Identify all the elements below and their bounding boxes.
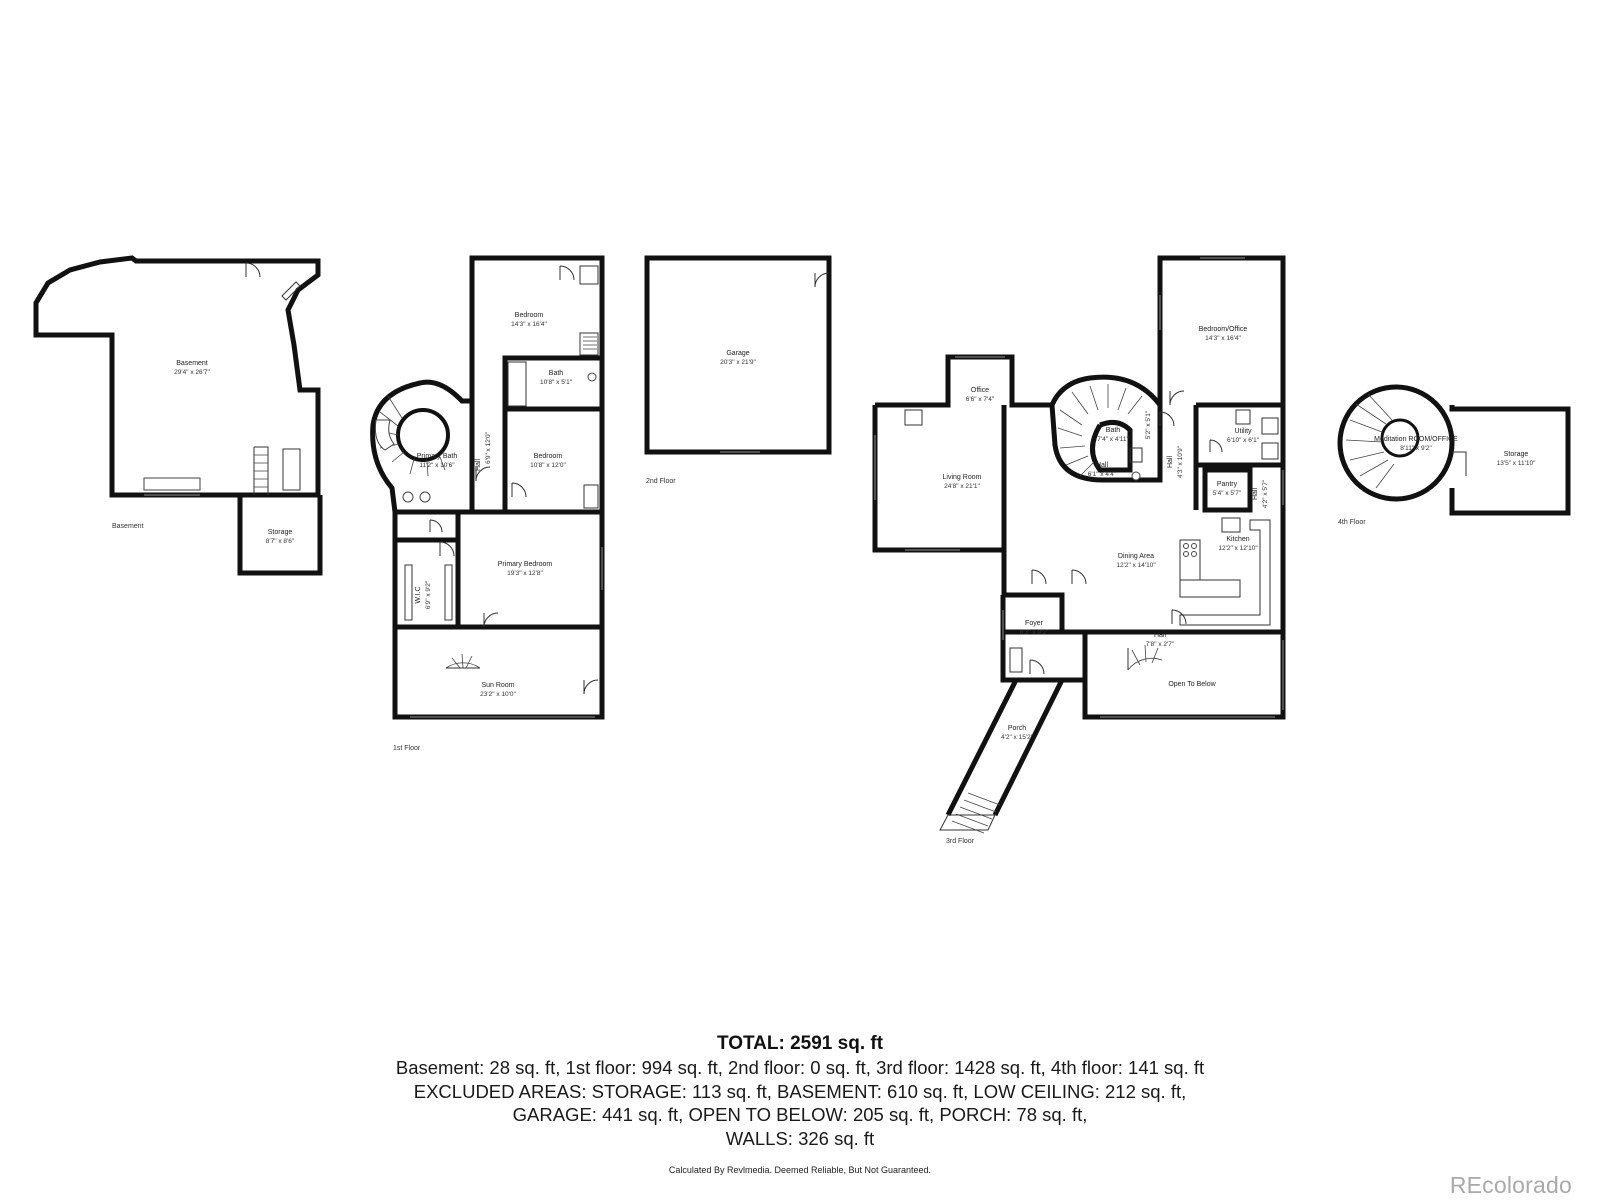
room-label: Kitchen — [1226, 536, 1249, 543]
room-dimensions: 7'4" x 4'11" — [1097, 436, 1129, 443]
recolorado-logo: REcolorado — [1449, 1172, 1572, 1198]
room-label: Hall — [1096, 462, 1109, 469]
room-dimensions: 4'2" x 15'2" — [1001, 734, 1034, 741]
room-dimensions: 6'6" x 7'4" — [966, 396, 995, 403]
room-label: Foyer — [1025, 620, 1044, 627]
area-summary: TOTAL: 2591 sq. ft Basement: 28 sq. ft, … — [0, 1032, 1600, 1150]
room-label: Meditation ROOM/OFFICE — [1374, 436, 1458, 443]
room-label: Primary Bedroom — [498, 561, 553, 568]
fourth-floor-plan: Meditation ROOM/OFFICE 8'11" x 9'2" Stor… — [1337, 384, 1571, 526]
room-label: Hall — [1252, 488, 1259, 501]
floor-label: 4th Floor — [1338, 519, 1366, 526]
room-dimensions: 6'1" x 4'4" — [1088, 471, 1117, 478]
room-dimensions: 6'9" x 9'2" — [425, 580, 432, 609]
floor-label: 1st Floor — [393, 745, 421, 752]
second-floor-plan: Garage 20'3" x 21'9" 2nd Floor — [644, 255, 832, 485]
room-dimensions: 7'8" x 2'7" — [1146, 641, 1175, 648]
floor-area-breakdown: Basement: 28 sq. ft, 1st floor: 994 sq. … — [395, 1057, 1205, 1078]
room-dimensions: 19'3" x 12'8" — [507, 570, 543, 577]
room-label: Open To Below — [1168, 681, 1216, 688]
room-dimensions: 4'3" x 10'9" — [1177, 445, 1184, 478]
room-dimensions: 10'8" x 12'0" — [530, 462, 566, 469]
excluded-areas-line: GARAGE: 441 sq. ft, OPEN TO BELOW: 205 s… — [512, 1104, 1088, 1125]
floor-label: 2nd Floor — [646, 478, 676, 485]
third-floor-plan: Living Room 24'8" x 21'1" Office 6'6" x … — [872, 255, 1286, 845]
room-label: Hall — [475, 459, 482, 472]
room-label: Bedroom — [534, 453, 563, 460]
room-label: Hall — [1154, 632, 1167, 639]
room-label: Utility — [1234, 428, 1252, 435]
room-label: Storage — [1504, 451, 1529, 458]
room-dimensions: 5'4" x 5'7" — [1213, 490, 1242, 497]
room-dimensions: 10'8" x 5'1" — [540, 379, 573, 386]
room-label: Sun Room — [481, 682, 514, 689]
room-dimensions: 12'2" x 14'10" — [1116, 562, 1156, 569]
room-label: Bedroom — [515, 312, 544, 319]
room-dimensions: 13'5" x 11'10" — [1497, 460, 1536, 467]
room-dimensions: 29'4" x 26'7" — [174, 369, 210, 376]
room-dimensions: 14'3" x 16'4" — [1205, 335, 1241, 342]
room-dimensions: 5'2" x 5'1" — [1145, 410, 1152, 439]
room-label: W.I.C — [415, 586, 422, 603]
room-label: Pantry — [1217, 481, 1238, 488]
room-dimensions: 6'3" x 9'1" — [1020, 629, 1049, 636]
room-dimensions: 12'2" x 12'10" — [1218, 545, 1258, 552]
room-dimensions: 14'3" x 16'4" — [511, 321, 547, 328]
room-label: Storage — [268, 529, 293, 536]
room-dimensions: 6'10" x 6'1" — [1227, 437, 1260, 444]
room-dimensions: 4'2" x 5'7" — [1262, 479, 1269, 508]
excluded-areas-line: EXCLUDED AREAS: STORAGE: 113 sq. ft, BAS… — [413, 1080, 1187, 1102]
floor-label: Basement — [112, 523, 144, 530]
room-label: Office — [971, 387, 989, 394]
room-dimensions: 6'9" x 12'0" — [485, 431, 492, 464]
room-label: Garage — [726, 350, 749, 357]
disclaimer-text: Calculated By Revlmedia. Deemed Reliable… — [668, 1165, 932, 1175]
room-label: Living Room — [943, 474, 982, 481]
walls-area-line: WALLS: 326 sq. ft — [725, 1127, 875, 1149]
room-label: Primary Bath — [417, 453, 458, 460]
room-label: Bath — [549, 370, 564, 377]
room-label: Dining Area — [1118, 553, 1154, 560]
room-dimensions: 24'8" x 21'1" — [944, 483, 980, 490]
room-label: Bath — [1106, 427, 1121, 434]
floor-label: 3rd Floor — [946, 838, 975, 845]
room-dimensions: 11'2" x 10'6" — [419, 462, 455, 469]
room-dimensions: 23'2" x 10'0" — [480, 691, 516, 698]
basement-floor-plan: Basement 29'4" x 26'7" Storage 8'7" x 8'… — [33, 255, 323, 576]
room-label: Basement — [176, 360, 208, 367]
room-dimensions: 8'7" x 8'6" — [266, 538, 295, 545]
room-dimensions: 8'11" x 9'2" — [1400, 445, 1432, 452]
room-dimensions: 20'3" x 21'9" — [720, 359, 756, 366]
first-floor-plan: Bedroom 14'3" x 16'4" Bath 10'8" x 5'1" … — [370, 255, 605, 752]
total-area: TOTAL: 2591 sq. ft — [716, 1033, 884, 1054]
room-label: Bedroom/Office — [1199, 326, 1248, 333]
room-label: Porch — [1008, 725, 1026, 732]
room-label: Hall — [1167, 456, 1174, 469]
